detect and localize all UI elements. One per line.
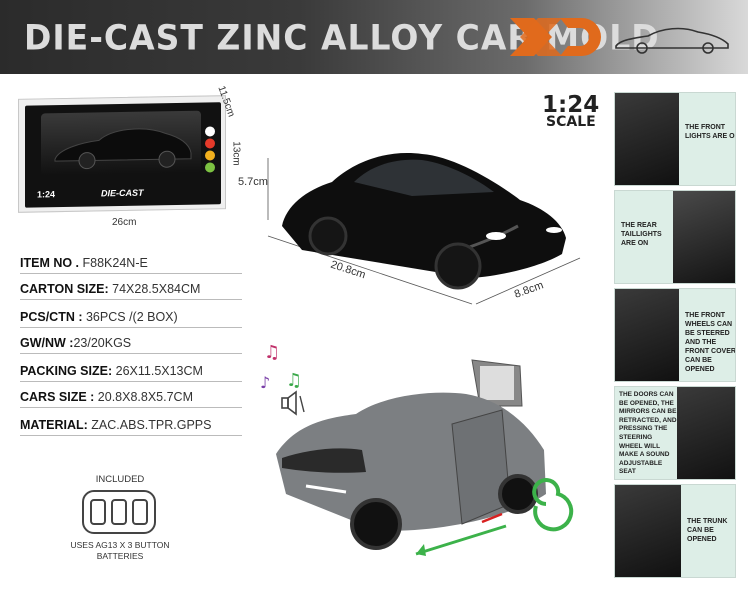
feature-photo bbox=[677, 387, 735, 479]
feature-photo bbox=[615, 289, 679, 381]
feature-panel-doors: THE DOORS CAN BE OPENED, THE MIRRORS CAN… bbox=[614, 386, 736, 480]
feature-photo bbox=[615, 93, 679, 185]
feature-text: THE FRONT WHEELS CAN BE STEERED AND THE … bbox=[685, 312, 736, 373]
battery-icon bbox=[82, 490, 156, 534]
scale-ratio: 1:24 bbox=[542, 92, 600, 118]
feature-photo bbox=[615, 485, 681, 577]
package-feature-icons bbox=[203, 124, 217, 174]
spec-row: ITEM NO . F88K24N-E bbox=[20, 252, 242, 274]
package-width-label: 26cm bbox=[112, 217, 137, 228]
feature-text: THE TRUNK CAN BE OPENED bbox=[687, 518, 728, 543]
boxed-car-image bbox=[54, 128, 192, 170]
package-box-image: 1:24 DIE-CAST bbox=[18, 95, 226, 213]
black-car-image bbox=[267, 153, 581, 305]
feature-panel-trunk: THE TRUNK CAN BE OPENED bbox=[614, 484, 736, 578]
battery-caption-line1: USES AG13 X 3 BUTTON bbox=[70, 540, 170, 550]
scale-word: SCALE bbox=[546, 114, 596, 130]
package-scale-label: 1:24 bbox=[37, 189, 56, 200]
music-note-icon: ♫ bbox=[264, 342, 280, 363]
package-window bbox=[41, 110, 201, 176]
feature-text: THE FRONT LIGHTS ARE ON bbox=[685, 124, 736, 140]
feature-text: THE REAR TAILLIGHTS ARE ON bbox=[621, 222, 662, 247]
pull-back-arrow-icon bbox=[532, 478, 574, 532]
package-brand-line: DIE-CAST bbox=[101, 187, 144, 199]
grey-car-open-doors-image bbox=[276, 359, 574, 556]
battery-caption-line2: BATTERIES bbox=[96, 551, 144, 561]
spec-row: GW/NW :23/20KGS bbox=[20, 332, 242, 354]
feature-panel-front-lights: THE FRONT LIGHTS ARE ON bbox=[614, 92, 736, 186]
header-banner: DIE-CAST ZINC ALLOY CAR MOLD bbox=[0, 0, 748, 74]
music-note-icon: ♫ bbox=[286, 370, 302, 391]
spec-row: CARTON SIZE: 74X28.5X84CM bbox=[20, 278, 242, 300]
sound-icons: ♫ ♪ ♫ bbox=[260, 342, 305, 416]
package-height-label: 13cm bbox=[230, 141, 242, 166]
feature-panel-rear-lights: THE REAR TAILLIGHTS ARE ON bbox=[614, 190, 736, 284]
brand-logo bbox=[510, 18, 601, 56]
music-note-icon: ♪ bbox=[260, 373, 270, 392]
spec-row: PCS/CTN : 36PCS /(2 BOX) bbox=[20, 306, 242, 328]
spec-row: MATERIAL: ZAC.ABS.TPR.GPPS bbox=[20, 414, 242, 436]
car-height-label: 5.7cm bbox=[238, 176, 268, 188]
feature-panel-front-wheels: THE FRONT WHEELS CAN BE STEERED AND THE … bbox=[614, 288, 736, 382]
speaker-icon bbox=[281, 390, 305, 416]
spec-row: CARS SIZE : 20.8X8.8X5.7CM bbox=[20, 386, 242, 408]
spec-row: PACKING SIZE: 26X11.5X13CM bbox=[20, 360, 242, 382]
car-silhouette-icon bbox=[615, 27, 729, 54]
battery-included-label: INCLUDED bbox=[95, 474, 145, 485]
feature-text: THE DOORS CAN BE OPENED, THE MIRRORS CAN… bbox=[619, 391, 677, 476]
feature-photo bbox=[673, 191, 735, 283]
